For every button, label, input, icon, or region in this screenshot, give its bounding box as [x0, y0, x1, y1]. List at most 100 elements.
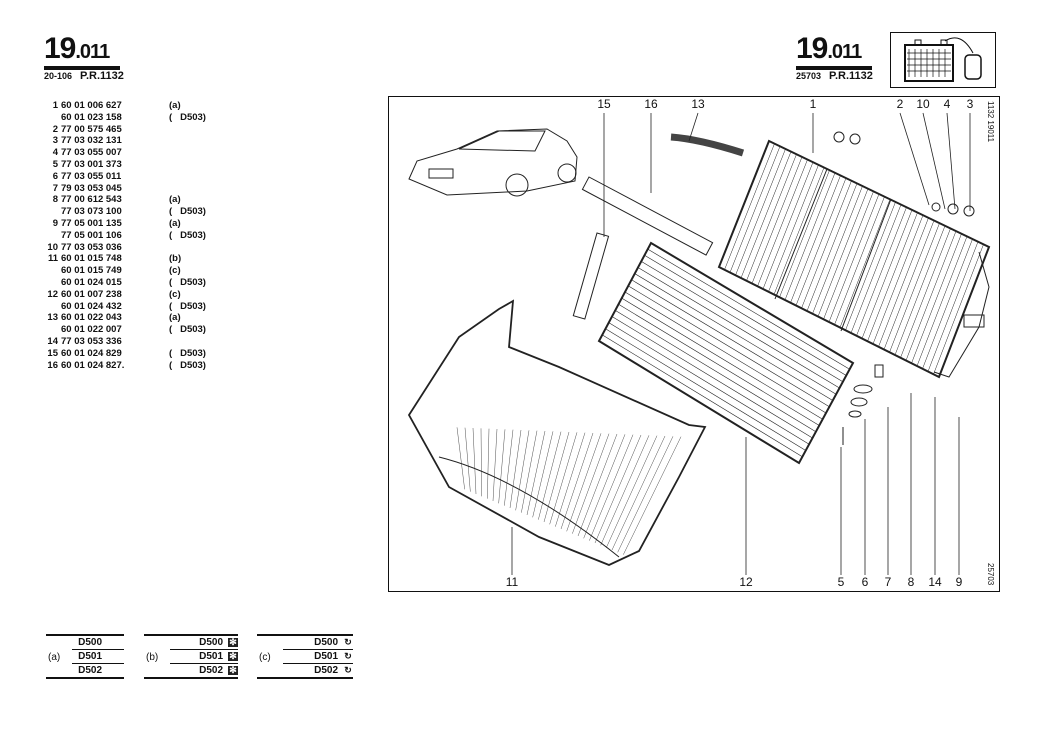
fin-line [817, 188, 869, 317]
legend-tag: (c) [259, 652, 271, 663]
part-number: 2 [52, 123, 58, 135]
part-number [46, 206, 58, 218]
ref-pr: P.R.1132 [80, 70, 124, 82]
part-number: 16 [47, 359, 58, 371]
fin-line [498, 429, 506, 504]
version-code: D500 [78, 637, 102, 648]
fin-line [602, 334, 803, 458]
part-note: (c) [169, 265, 181, 277]
part-reference: 60 01 024 015 [61, 276, 122, 288]
fin-line [617, 436, 674, 553]
part-reference: 60 01 024 829 [61, 347, 122, 359]
part-note: ( D503) [169, 359, 206, 371]
fin-line [757, 159, 808, 287]
fin-line [628, 285, 830, 408]
fin-line [933, 244, 984, 375]
fin-line [624, 291, 827, 414]
legend-row: D502 [46, 664, 124, 679]
ref-sub: .011 [75, 41, 110, 63]
fin-line [456, 427, 465, 490]
recirculation-icon: ↻ [344, 651, 352, 661]
part-number: 11 [47, 253, 58, 265]
fin-line [487, 428, 490, 499]
version-code: D502 [78, 665, 102, 676]
callout-label: 4 [943, 97, 951, 111]
ref-underline [796, 66, 872, 70]
version-code: D501 [314, 651, 338, 662]
part-number [46, 277, 58, 289]
part-number: 13 [47, 312, 58, 324]
fin-line [883, 220, 935, 350]
legend-tag: (b) [146, 652, 159, 663]
part-note: ( D503) [169, 347, 206, 359]
parts-list-row: 77 03 073 100( D503) [46, 206, 206, 218]
fin-line [572, 433, 610, 534]
recirculation-icon: ↻ [344, 637, 352, 647]
part-reference: 77 05 001 135 [61, 217, 122, 229]
part-note: (a) [169, 217, 181, 229]
fin-line [472, 427, 477, 495]
fin-line [861, 209, 913, 339]
fin-line [916, 236, 968, 367]
hose-13 [670, 133, 745, 157]
fin-line [911, 233, 962, 364]
fin-line [492, 428, 498, 502]
fin-line [812, 185, 863, 314]
fin-line [740, 151, 792, 279]
fin-line [577, 433, 618, 537]
part-reference: 77 00 612 543 [61, 194, 122, 206]
fin-line [543, 431, 570, 523]
radiator-with-expansion-bottle-icon [890, 32, 996, 88]
callout-label: 5 [837, 575, 845, 589]
legend-row: D501 [72, 650, 124, 664]
part-number: 4 [52, 147, 58, 159]
part-number: 7 [52, 182, 58, 194]
part-number: 5 [52, 158, 58, 170]
part-reference: 60 01 024 827. [61, 359, 125, 371]
fin-line [795, 178, 847, 306]
version-code: D500 [314, 637, 338, 648]
part-reference: 60 01 007 238 [61, 288, 122, 300]
fin-line [746, 154, 797, 281]
fin-line [583, 434, 626, 539]
legend-row: D501✻ [170, 650, 238, 664]
fin-line [768, 164, 819, 292]
fin-line [729, 146, 781, 273]
part-number: 10 [47, 241, 58, 253]
part-number: 15 [47, 347, 58, 359]
part-note: ( D503) [169, 206, 206, 218]
part-reference: 60 01 015 748 [61, 253, 122, 265]
air-conditioning-icon: ✻ [228, 665, 238, 675]
part-reference: 60 01 006 627 [61, 100, 122, 111]
part-number [46, 301, 58, 313]
fin-line [621, 297, 823, 420]
part-reference: 77 03 055 011 [61, 170, 122, 182]
fin-line [608, 322, 810, 445]
legend-group: (b)D500✻D501✻D502✻ [144, 634, 238, 679]
callout-label: 11 [505, 575, 519, 589]
legend-row: D502✻ [144, 664, 238, 679]
version-code: D502 [314, 665, 338, 676]
callout-label: 6 [861, 575, 869, 589]
ref-sub: .011 [827, 41, 862, 63]
fin-line [509, 429, 522, 509]
parts-list-row: 60 01 022 007( D503) [46, 324, 206, 336]
fin-line [538, 431, 562, 520]
legend-row: D502↻ [257, 664, 353, 679]
fin-line [872, 215, 924, 345]
parts-list-row: 60 01 015 749(c) [46, 265, 206, 277]
fin-line [623, 436, 682, 555]
fin-line [828, 193, 880, 323]
part-number: 9 [52, 217, 58, 229]
part-reference: 77 05 001 106 [61, 229, 122, 241]
part-note: ( D503) [169, 229, 206, 241]
part-note: ( D503) [169, 111, 206, 123]
part-reference: 60 01 023 158 [61, 111, 122, 123]
part-note: ( D503) [169, 324, 206, 336]
